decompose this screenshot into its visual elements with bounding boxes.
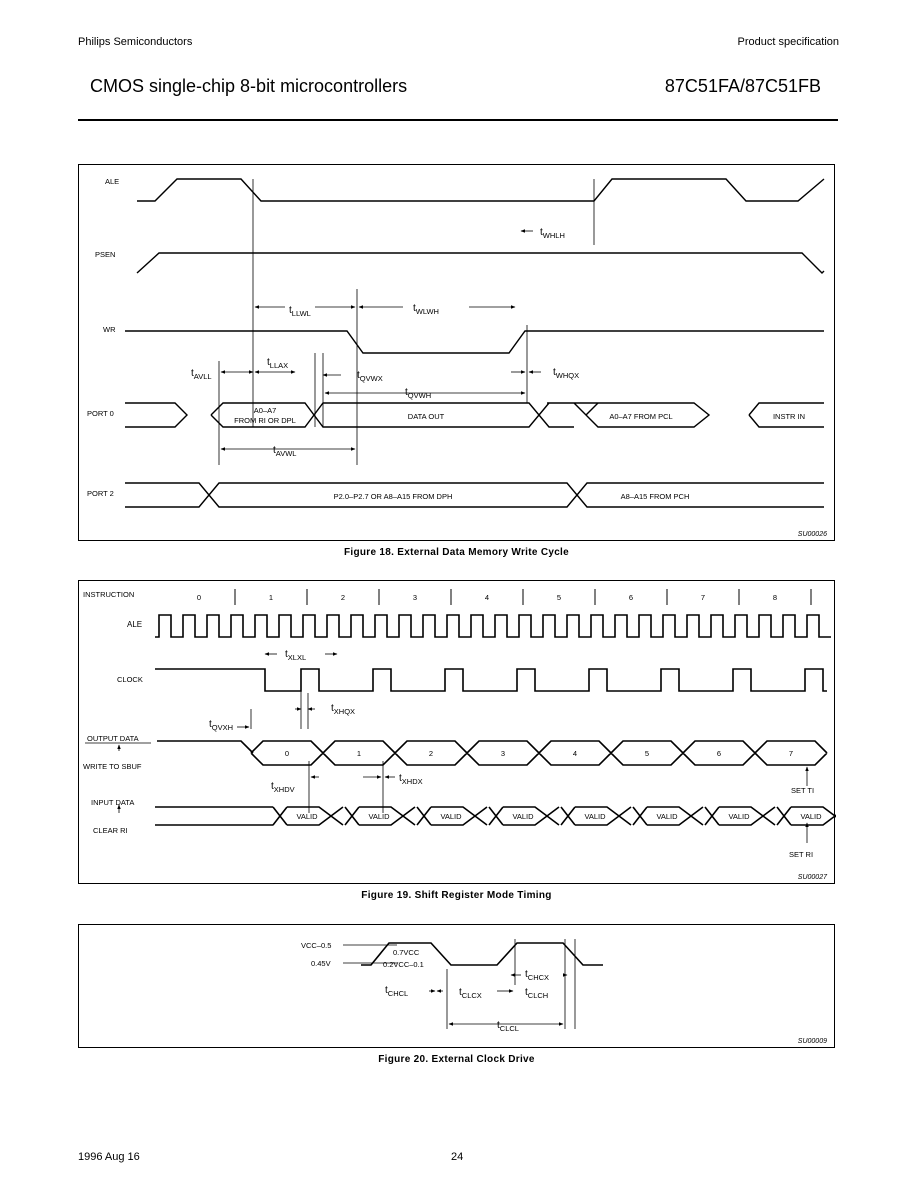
write-to-sbuf-label: WRITE TO SBUF	[83, 762, 142, 771]
port2-dph: P2.0–P2.7 OR A8–A15 FROM DPH	[334, 492, 453, 501]
t-clcx: tCLCX	[459, 987, 482, 1000]
input-valid-label: VALID	[440, 812, 462, 821]
figure-19-id: SU00027	[798, 874, 828, 881]
instruction-label: INSTRUCTION	[83, 590, 134, 599]
output-bit-label: 4	[573, 749, 577, 758]
t-clcl: tCLCL	[497, 1020, 519, 1033]
figure-19-diagram: INSTRUCTION 0 1 2 3 4 5 6 7 8 ALE CLOCK tXLXL tQ…	[83, 589, 836, 881]
t-avll: tAVLL	[191, 368, 212, 381]
instruction-number: 4	[485, 593, 489, 602]
output-bit-label: 2	[429, 749, 433, 758]
instruction-number: 8	[773, 593, 777, 602]
port0-instr-in: INSTR IN	[773, 412, 805, 421]
input-valid-label: VALID	[296, 812, 318, 821]
psen-label: PSEN	[95, 250, 115, 259]
t-chcl: tCHCL	[385, 985, 408, 998]
t-wlwh: tWLWH	[413, 303, 439, 316]
t-chcx: tCHCX	[525, 969, 549, 982]
output-bit-label: 7	[789, 749, 793, 758]
footer-date: 1996 Aug 16	[78, 1151, 140, 1163]
port0-label: PORT 0	[87, 409, 114, 418]
port2-label: PORT 2	[87, 489, 114, 498]
input-valid-label: VALID	[368, 812, 390, 821]
figure-20-diagram: VCC–0.5 0.45V 0.7VCC 0.2VCC–0.1 tCHCL tC…	[301, 939, 827, 1045]
input-data-bus	[155, 806, 836, 826]
t-xlxl: tXLXL	[285, 649, 306, 662]
output-bit-label: 0	[285, 749, 289, 758]
clock-label: CLOCK	[117, 675, 143, 684]
input-valid-label: VALID	[584, 812, 606, 821]
figure-18-caption: Figure 18. External Data Memory Write Cy…	[343, 547, 569, 558]
t-llwl: tLLWL	[289, 305, 311, 318]
port2-pch: A8–A15 FROM PCH	[621, 492, 690, 501]
v07-label: 0.7VCC	[393, 948, 420, 957]
t-llax: tLLAX	[267, 357, 288, 370]
figure-19: INSTRUCTION 0 1 2 3 4 5 6 7 8 ALE CLOCK tXLXL tQ…	[78, 580, 836, 884]
instruction-number: 7	[701, 593, 705, 602]
clear-ri-label: CLEAR RI	[93, 826, 128, 835]
wr-label: WR	[103, 325, 116, 334]
t-avwl: tAVWL	[273, 445, 296, 458]
instruction-number: 1	[269, 593, 273, 602]
t-xhqx: tXHQX	[331, 703, 355, 716]
figure-18: ALE PSEN WR PORT 0 PORT 2 tWHLH tLLWL tW…	[78, 164, 835, 541]
t-qvwx: tQVWX	[357, 370, 383, 383]
t-clch: tCLCH	[525, 987, 548, 1000]
output-bit-label: 3	[501, 749, 505, 758]
instruction-number: 2	[341, 593, 345, 602]
header-rule	[78, 119, 838, 121]
input-data-label: INPUT DATA	[91, 798, 134, 807]
t-whqx: tWHQX	[553, 367, 579, 380]
ale-label: ALE	[127, 620, 142, 629]
figure-20: VCC–0.5 0.45V 0.7VCC 0.2VCC–0.1 tCHCL tC…	[78, 924, 835, 1048]
ale-label: ALE	[105, 177, 119, 186]
figure-18-diagram: ALE PSEN WR PORT 0 PORT 2 tWHLH tLLWL tW…	[87, 177, 827, 538]
output-data-bus	[157, 740, 828, 766]
output-bit-label: 6	[717, 749, 721, 758]
t-qvxh: tQVXH	[209, 719, 233, 732]
set-ri-label: SET RI	[789, 850, 813, 859]
t-qvwh: tQVWH	[405, 387, 431, 400]
figure-20-caption: Figure 20. External Clock Drive	[378, 1054, 535, 1065]
input-valid-label: VALID	[656, 812, 678, 821]
figure-19-caption: Figure 19. Shift Register Mode Timing	[361, 890, 552, 901]
v045-label: 0.45V	[311, 959, 331, 968]
figure-20-id: SU00009	[798, 1038, 827, 1045]
input-valid-label: VALID	[512, 812, 534, 821]
page-number: 24	[451, 1151, 464, 1163]
port0-addr-line2: FROM RI OR DPL	[234, 416, 296, 425]
set-ti-label: SET TI	[791, 786, 814, 795]
t-whlh: tWHLH	[540, 227, 565, 240]
instruction-number: 0	[197, 593, 201, 602]
output-data-label: OUTPUT DATA	[87, 734, 139, 743]
port0-addr-line1: A0–A7	[254, 406, 277, 415]
document-title: CMOS single-chip 8-bit microcontrollers	[90, 76, 408, 96]
output-bit-label: 5	[645, 749, 649, 758]
instruction-number: 6	[629, 593, 633, 602]
part-number: 87C51FA/87C51FB	[664, 76, 821, 96]
t-xhdv: tXHDV	[271, 781, 295, 794]
v02-label: 0.2VCC–0.1	[383, 960, 424, 969]
instruction-number: 5	[557, 593, 561, 602]
figure-18-id: SU00026	[798, 531, 827, 538]
vcc-label: VCC–0.5	[301, 941, 331, 950]
instruction-number: 3	[413, 593, 417, 602]
company-name: Philips Semiconductors	[78, 36, 193, 48]
t-xhdx: tXHDX	[399, 773, 423, 786]
spec-type: Product specification	[737, 36, 840, 48]
input-valid-label: VALID	[800, 812, 822, 821]
output-bit-label: 1	[357, 749, 361, 758]
input-valid-label: VALID	[728, 812, 750, 821]
port0-data-out: DATA OUT	[408, 412, 445, 421]
port0-pcl: A0–A7 FROM PCL	[609, 412, 672, 421]
